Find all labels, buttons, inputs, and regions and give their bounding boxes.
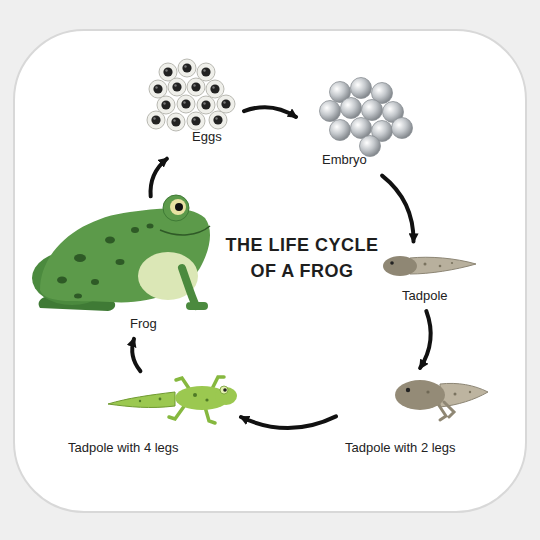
tadpole-two-legs-drawing (395, 380, 488, 420)
stage-label: Frog (130, 316, 157, 332)
diagram-title: THE LIFE CYCLE OF A FROG (222, 232, 382, 284)
stage-node: Tadpole (380, 245, 480, 307)
eggs-cluster (147, 59, 235, 131)
stage-node: Embryo (300, 76, 415, 172)
tadpole-four-legs-drawing (108, 377, 237, 423)
stage-label: Tadpole (402, 288, 448, 304)
cycle-arrow (420, 311, 431, 368)
tadpole-drawing (383, 256, 476, 276)
stage-label: Tadpole with 4 legs (68, 440, 179, 456)
stage-node: Frog (20, 200, 220, 335)
cycle-arrow (132, 339, 140, 371)
stage-label: Eggs (192, 129, 222, 145)
cycle-arrow (151, 159, 167, 197)
stage-label: Tadpole with 2 legs (345, 440, 456, 456)
stage-node: Eggs (140, 55, 240, 155)
cycle-arrow (241, 416, 336, 428)
frog-drawing (32, 195, 210, 311)
cycle-arrow (382, 176, 413, 242)
stage-label: Embryo (322, 152, 367, 168)
cycle-arrow (244, 107, 296, 117)
embryo-cluster (320, 78, 413, 157)
stage-node: Tadpole with 2 legs (340, 372, 490, 460)
stage-node: Tadpole with 4 legs (62, 375, 237, 460)
